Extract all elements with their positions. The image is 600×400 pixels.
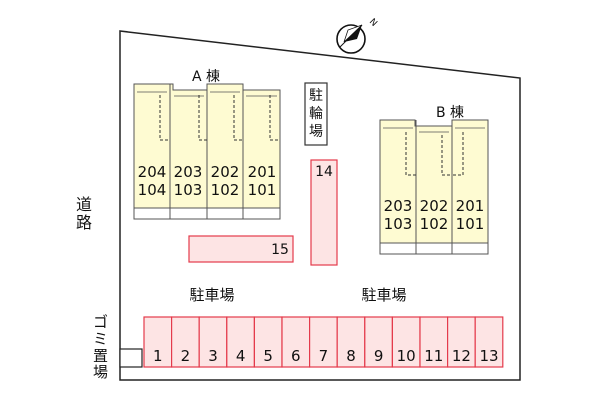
road-label: 道 路 (76, 196, 92, 232)
parking-space-11 (419, 316, 449, 368)
unit-103: 103 (174, 181, 203, 199)
parking-space-15-label: 15 (271, 242, 289, 258)
parking-space-6-label: 6 (291, 347, 301, 365)
north-label: N (367, 17, 379, 29)
building-a-label: A 棟 (192, 69, 220, 85)
building-a: A 棟 204 104 203 103 202 102 201 101 (133, 69, 281, 220)
parking-space-9-label: 9 (374, 347, 384, 365)
parking-space-12-label: 12 (452, 347, 471, 365)
unit-202: 202 (211, 163, 240, 181)
garbage-label-char-1: ゴ (93, 313, 109, 331)
unit-102: 102 (211, 181, 240, 199)
unit-104: 104 (138, 181, 167, 199)
parking-space-10 (391, 316, 421, 368)
building-b-label: B 棟 (436, 105, 464, 121)
parking-space-9 (364, 316, 393, 368)
unit-203: 203 (174, 163, 203, 181)
parking-area-label-right: 駐車場 (361, 286, 406, 304)
parking-space-11-label: 11 (424, 347, 443, 365)
garbage-label-char-3: 置 (93, 346, 109, 365)
unit-b-103: 103 (384, 215, 413, 233)
parking-space-6 (281, 316, 311, 368)
road-label-char-1: 道 (76, 195, 93, 214)
parking-space-7-label: 7 (319, 347, 329, 365)
parking-space-2-label: 2 (181, 347, 191, 365)
parking-space-12 (447, 316, 476, 368)
parking-space-7 (309, 316, 338, 368)
unit-b-101: 101 (456, 215, 485, 233)
unit-b-202: 202 (420, 197, 449, 215)
parking-space-13 (474, 316, 504, 368)
unit-204: 204 (138, 163, 167, 181)
parking-space-4-label: 4 (236, 347, 246, 365)
compass-rose-icon: N (336, 17, 379, 54)
garbage-label-char-2: ミ (93, 329, 109, 348)
parking-space-13-label: 13 (479, 347, 498, 365)
parking-space-15 (188, 235, 294, 263)
parking-space-5-label: 5 (263, 347, 273, 365)
parking-space-8 (336, 316, 366, 368)
building-b: B 棟 203 103 202 102 201 101 (379, 105, 489, 255)
bicycle-parking-label-3: 場 (309, 124, 323, 140)
bicycle-parking-label-2: 輪 (309, 105, 323, 122)
unit-201: 201 (248, 163, 277, 181)
bicycle-parking (304, 82, 328, 146)
parking-space-8-label: 8 (346, 347, 356, 365)
parking-space-14 (310, 159, 338, 266)
unit-b-102: 102 (420, 215, 449, 233)
unit-b-201: 201 (456, 197, 485, 215)
parking-space-14-label: 14 (315, 164, 333, 180)
garbage-label-char-4: 場 (93, 363, 109, 382)
parking-space-2 (171, 316, 200, 368)
garbage-area (119, 348, 143, 368)
garbage-label: ゴ ミ 置 場 (93, 314, 108, 381)
unit-b-203: 203 (384, 197, 413, 215)
parking-space-10-label: 10 (397, 347, 416, 365)
unit-101: 101 (248, 181, 277, 199)
parking-space-1-label: 1 (153, 347, 163, 365)
parking-space-3 (198, 316, 228, 368)
parking-space-3-label: 3 (208, 347, 218, 365)
bicycle-parking-label-1: 駐 (309, 88, 323, 104)
road-label-char-2: 路 (76, 212, 93, 232)
parking-area-label-left: 駐車場 (189, 286, 234, 304)
